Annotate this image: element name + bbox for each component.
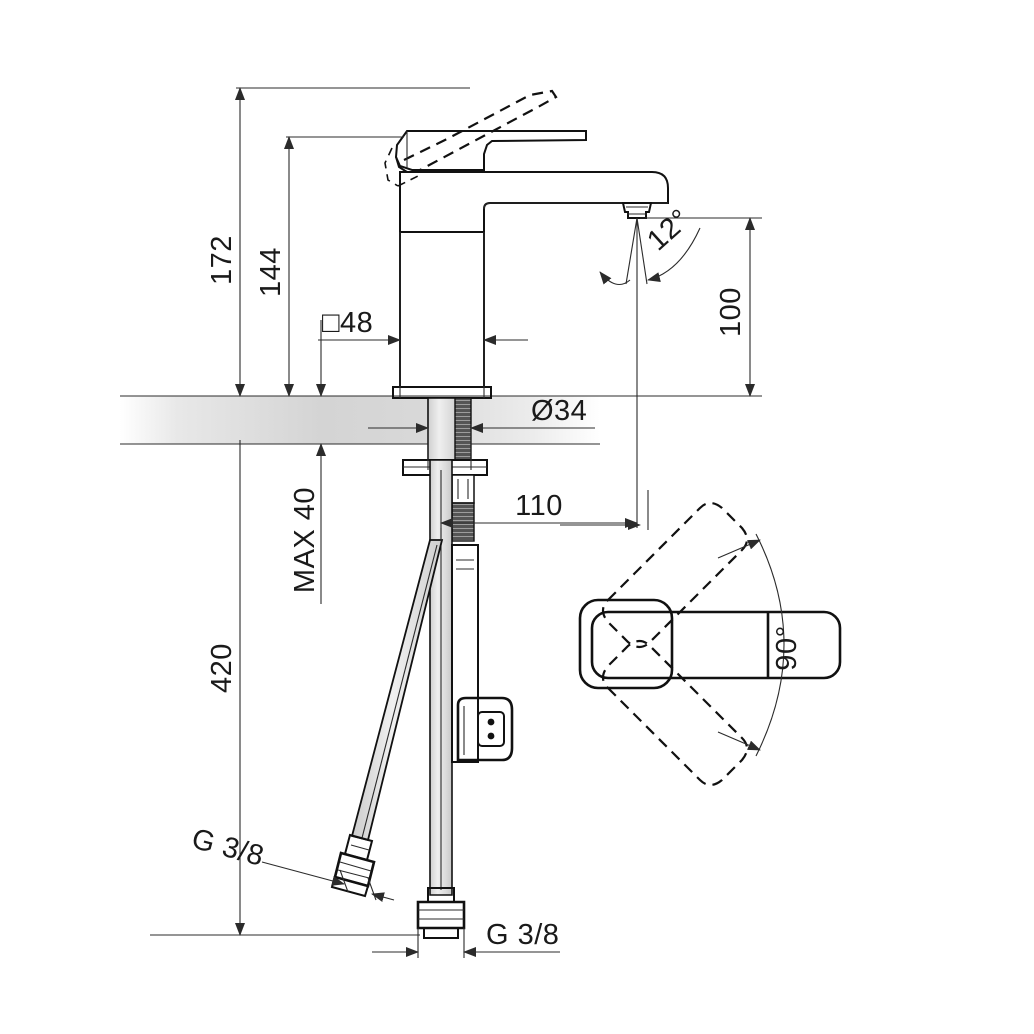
aerator xyxy=(621,202,653,219)
dimension-spout-height: 100 xyxy=(600,217,762,397)
faucet-column xyxy=(392,231,492,399)
dim-48-label: □48 xyxy=(322,307,373,339)
supply-tube xyxy=(429,459,453,896)
spout-body xyxy=(399,171,669,233)
label-thread-bottom: G 3/8 xyxy=(372,919,560,958)
swivel-ghost-lower xyxy=(601,639,749,787)
top-view-swivel-diagram: 90° xyxy=(560,490,842,787)
countertop-surface xyxy=(120,395,600,445)
dimension-shank-diameter: Ø34 xyxy=(368,395,595,470)
dim-g38-bottom-label: G 3/8 xyxy=(486,919,559,951)
dim-420-label: 420 xyxy=(206,643,238,693)
dim-110-label: 110 xyxy=(515,490,563,522)
dimension-total-height: 172 xyxy=(150,87,470,397)
swivel-arc xyxy=(717,533,785,757)
faucet-front-elevation xyxy=(330,89,669,939)
swivel-ghost-upper xyxy=(601,501,749,649)
dim-100-label: 100 xyxy=(715,287,747,337)
flexible-hose xyxy=(330,539,444,898)
dimension-spout-reach: 110 xyxy=(440,300,638,541)
dimension-base-width: □48 xyxy=(318,307,528,398)
lever-handle xyxy=(394,130,587,173)
dimension-body-height: 144 xyxy=(255,136,404,397)
dim-max40-label: MAX 40 xyxy=(289,487,321,593)
dim-d34-label: Ø34 xyxy=(531,395,587,427)
drain-rod-assembly xyxy=(451,544,514,763)
dimension-max-countertop: MAX 40 xyxy=(289,320,340,604)
dim-144-label: 144 xyxy=(255,247,287,297)
dim-172-label: 172 xyxy=(206,235,238,285)
dim-90deg-label: 90° xyxy=(771,625,803,670)
threaded-shank xyxy=(402,397,488,542)
swivel-base-body xyxy=(578,598,674,690)
dimension-hose-length: 420 xyxy=(150,440,420,936)
lever-handle-raised-ghost xyxy=(384,89,558,187)
swivel-spout-solid xyxy=(590,610,842,680)
dim-g38-left-label: G 3/8 xyxy=(188,823,267,873)
